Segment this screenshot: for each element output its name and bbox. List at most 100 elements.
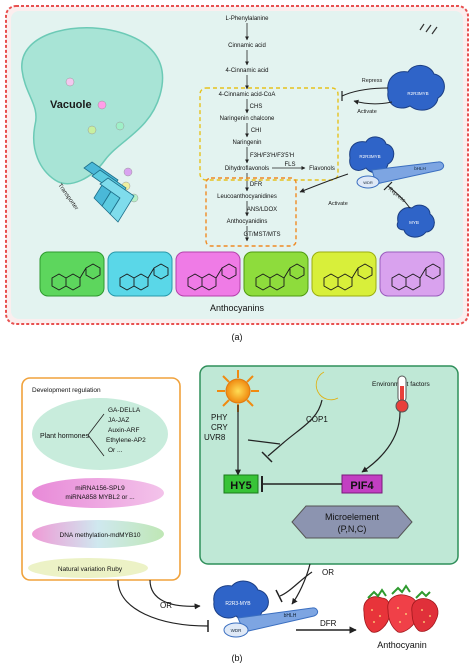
or-right-label: OR: [322, 568, 334, 577]
wdr-protein-b: [223, 622, 249, 638]
pigment-dot: [97, 100, 107, 110]
pif4-label: PIF4: [350, 480, 374, 492]
plant-hormones-label: Plant hormones: [40, 433, 90, 440]
late-genes-box: [205, 177, 297, 247]
development-repress-line: [117, 579, 209, 627]
r2r3-myb-protein: [213, 580, 269, 622]
receptor-uvr8: UVR8: [204, 433, 226, 442]
development-title: Development regulation: [32, 387, 101, 394]
structure-tile: [175, 251, 241, 297]
myb-label: MYB: [409, 220, 419, 225]
structure-tile: [379, 251, 445, 297]
bhlh-label-b: bHLH: [284, 613, 297, 619]
r2r3myb-mid-label: R2R3MYB: [359, 154, 380, 159]
enzyme-gt: GT/MST/MTS: [244, 232, 281, 238]
panel-b: Environment factors PHY CRY UVR8 COP1: [21, 365, 459, 650]
thermometer-icon: [395, 375, 409, 413]
strawberry-icon: [363, 584, 439, 633]
structure-tile: [39, 251, 105, 297]
enzyme-f3h: F3H/F3'H/F3'5'H: [250, 153, 294, 159]
cop1-label: COP1: [306, 415, 328, 424]
bhlh-protein-b: [237, 607, 319, 633]
cop1-repress-line: [267, 443, 283, 457]
dna-methylation-ellipse: [32, 520, 164, 548]
pathway-naringenin: Naringenin: [232, 140, 261, 146]
or-left-label: OR: [160, 601, 172, 610]
vacuole-shape: [21, 27, 164, 185]
panel-a: Vacuole Transporter L-Phenylalanine Cinn…: [5, 5, 469, 325]
bhlh-protein: [371, 161, 445, 185]
hy5-box: [223, 474, 259, 494]
development-to-complex-arrow: [149, 579, 201, 610]
receptors: PHY CRY UVR8: [204, 413, 228, 442]
hormone-item: GA-DELLA: [108, 407, 141, 414]
mbw-complex-a: R2R3MYB bHLH WDR: [349, 136, 445, 189]
cop1-branch-line: [247, 439, 281, 445]
r2r3myb-mid-protein: [349, 136, 395, 174]
natural-variation-ellipse: [28, 558, 148, 578]
pigment-dot: [87, 125, 97, 135]
hy5-label: HY5: [230, 480, 251, 492]
hormone-item: Auxin-ARF: [108, 427, 139, 434]
transporter-icon: [83, 161, 135, 223]
mirna-ellipse: [32, 478, 164, 508]
repress-bottom-arrow: [387, 185, 411, 209]
hormone-item: Or ...: [108, 447, 123, 454]
moon-icon: [315, 371, 339, 401]
dna-icon: [419, 23, 438, 35]
r2r3myb-top-label: R2R3MYB: [407, 91, 428, 96]
r2r3myb-top: R2R3MYB: [387, 23, 445, 111]
anthocyanin-label: Anthocyanin: [377, 640, 427, 650]
anthocyanins-label: Anthocyanins: [210, 303, 265, 313]
hormone-item: Ethylene-AP2: [106, 437, 146, 444]
pigment-dot: [65, 77, 75, 87]
dfr-label: DFR: [320, 619, 337, 628]
r2r3myb-protein: [387, 65, 445, 111]
structure-tile: [107, 251, 173, 297]
pathway-4-cinnamic-acid-coa: 4-Cinnamic acid-CoA: [219, 92, 276, 98]
mirna-line1: miRNA156-SPL9: [75, 485, 125, 492]
receptor-cry: CRY: [211, 423, 228, 432]
mbw-complex-b: R2R3-MYB bHLH WDR: [213, 580, 319, 638]
pathway-anthocyanidins: Anthocyanidins: [227, 219, 268, 225]
enzyme-fls: FLS: [284, 162, 295, 168]
vacuole-label: Vacuole: [50, 99, 92, 111]
enzyme-ans: ANS/LDOX: [247, 207, 277, 213]
activate-mid-label: Activate: [328, 201, 348, 207]
moon-to-cop1-line: [281, 399, 323, 445]
enzyme-chs: CHS: [250, 104, 263, 110]
microelement-line1: Microelement: [325, 512, 380, 522]
activate-mid-arrow: [299, 173, 349, 193]
caption-b: (b): [232, 653, 243, 663]
microelement-line2: (P,N,C): [338, 524, 367, 534]
dna-methylation-label: DNA methylation-mdMYB10: [60, 532, 141, 539]
enzyme-chi: CHI: [251, 128, 262, 134]
early-genes-box: [199, 87, 339, 181]
bhlh-label: bHLH: [414, 166, 426, 171]
structure-tile: [243, 251, 309, 297]
pathway-leucoanthocyanidines: Leucoanthocyanidines: [217, 194, 277, 200]
enzyme-dfr: DFR: [250, 182, 263, 188]
anthocyanin-structures: [39, 251, 445, 297]
pathway-naringenin-chalcone: Naringenin chalcone: [220, 116, 275, 122]
pathway-cinnamic-acid: Cinnamic acid: [228, 43, 266, 49]
microelement-shape: [291, 505, 413, 539]
repress-top-label: Repress: [362, 78, 383, 84]
environment-to-complex-arrow: [291, 563, 311, 605]
hormones-bracket: [87, 413, 105, 457]
temperature-to-pif4-arrow: [361, 411, 401, 473]
natural-variation-label: Natural variation Ruby: [58, 566, 123, 573]
structure-tile: [311, 251, 377, 297]
activate-top-arrow: [353, 99, 393, 105]
receptor-phy: PHY: [211, 413, 228, 422]
pigment-dot: [115, 121, 125, 131]
wdr-label: WDR: [363, 180, 373, 185]
caption-a: (a): [232, 332, 243, 342]
pathway-flavonols: Flavonols: [309, 166, 335, 172]
pigment-dot: [123, 167, 133, 177]
pathway-dihydroflavonols: Dihydroflavonols: [225, 166, 269, 172]
hormone-item: JA-JAZ: [108, 417, 129, 424]
pathway-arrows: [245, 23, 306, 242]
